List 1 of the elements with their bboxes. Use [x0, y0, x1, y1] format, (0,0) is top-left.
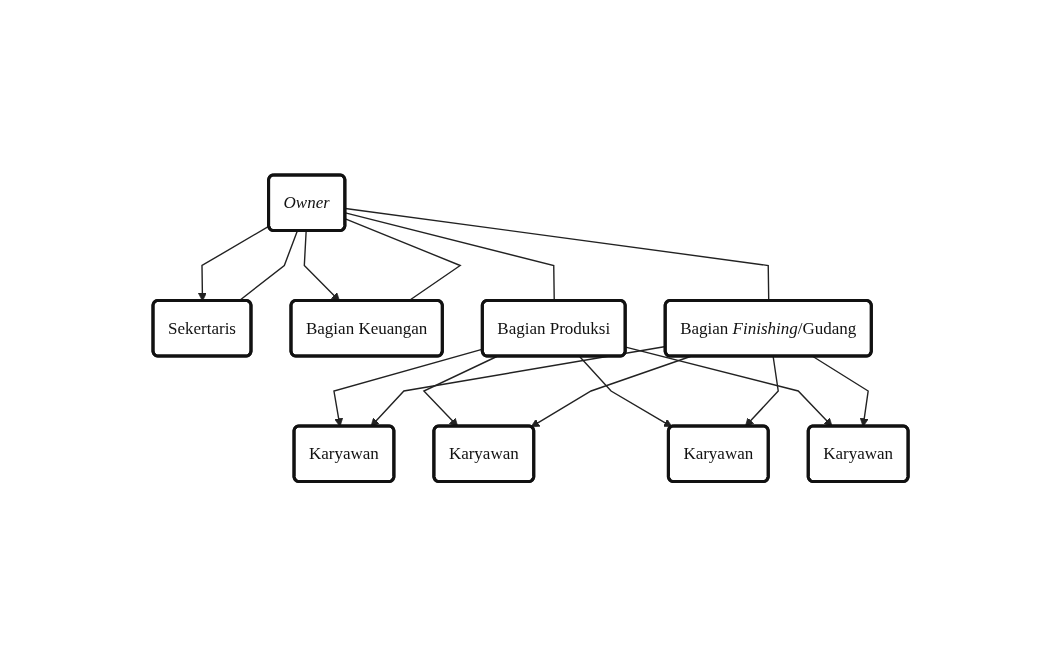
arrow — [579, 355, 673, 427]
